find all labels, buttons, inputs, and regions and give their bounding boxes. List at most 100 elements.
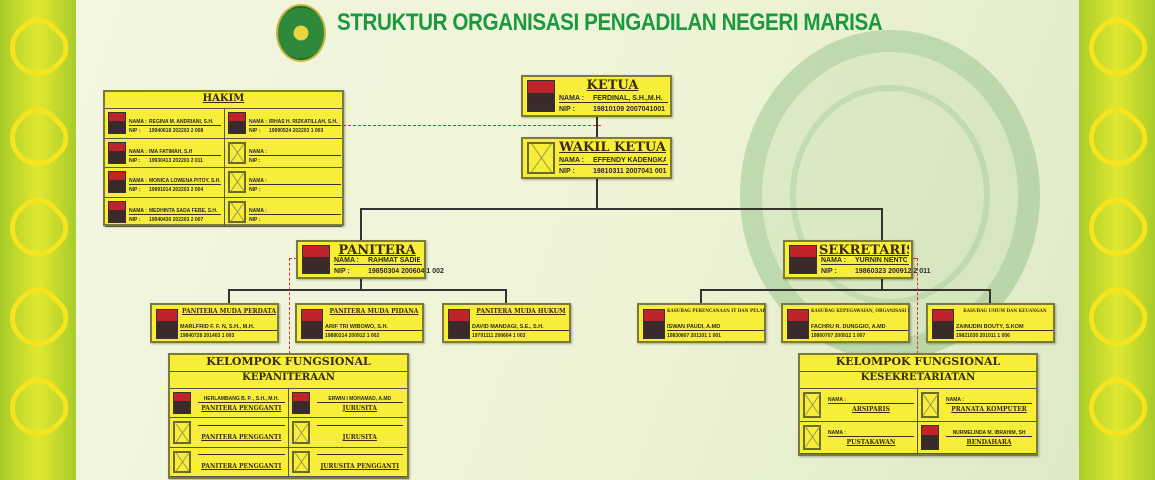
nip-value: 19930413 202203 2 011 [149, 157, 203, 164]
name-row: NAMA : [129, 149, 221, 156]
nip-label: NIP : [249, 128, 261, 134]
photo [108, 112, 126, 134]
name-row: NAMA : [249, 149, 341, 156]
dashed-connector [289, 258, 290, 354]
photo [228, 141, 246, 164]
member-role: PANITERA PENGGANTI [201, 433, 282, 441]
hakim-member[interactable]: NAMA :MONICA LOWENA PITOY, S.H.NIP :1999… [105, 168, 225, 198]
connector [881, 208, 883, 241]
member-cell[interactable]: NAMA :PUSTAKAWAN [800, 421, 918, 454]
hakim-title: HAKIM [105, 93, 342, 109]
position-title: KASUBAG PERENCANAAN IT DAN PELAPORAN [667, 308, 765, 313]
name-value: ZAINUDIN BOUTY, S.KOM [956, 324, 1053, 331]
member-name: ERWIN I MOHAMAD, A.MD [316, 396, 403, 403]
nip-value: 19991014 202203 2 004 [149, 187, 204, 193]
member-role: BENDAHARA [966, 438, 1012, 446]
name-value: ARIF TRI WIBOWO, S.H. [325, 324, 422, 331]
name-value: EFFENDY KADENGKANG, S.H., M.H. [593, 157, 666, 164]
photo [921, 424, 939, 450]
nip-value: 19860707 200912 1 007 [811, 333, 866, 339]
name-row: NAMA : [249, 178, 341, 185]
name-row: NAMA : [249, 208, 341, 215]
photo [173, 392, 191, 415]
nip-value: 19940430 202203 2 007 [149, 216, 204, 223]
name-field: NAMA : [821, 257, 909, 265]
nip-value: 19840728 201403 1 003 [180, 333, 235, 339]
name-value: IMA FATIMAH, S.H [149, 148, 193, 155]
nip-label: NIP : [334, 268, 350, 275]
member-cell[interactable]: JURUSITA PENGGANTI [288, 448, 407, 477]
member-role: ARSIPARIS [852, 406, 890, 414]
name-row: NAMA : [129, 178, 221, 185]
hakim-member[interactable]: NAMA :MEDHINTA SADA FEBE, S.H.NIP :19940… [105, 197, 225, 227]
photo [787, 309, 809, 339]
sekretaris-title: SEKRETARIS [819, 243, 909, 258]
photo [156, 309, 178, 339]
nip-value: 19850304 200604 1 002 [368, 268, 444, 275]
connector [505, 289, 507, 304]
position-title: KASUBAG KEPEGAWAIAN, ORGANISASI DAN TATA… [811, 308, 909, 313]
member-cell[interactable]: PANITERA PENGGANTI [170, 418, 289, 448]
panel-title: KELOMPOK FUNGSIONAL [170, 355, 407, 372]
name-value: YURNIN NENTO, S.KOM [855, 257, 907, 264]
hakim-member[interactable]: NAMA :REGINA M. ANDRIANI, S.H.NIP :19940… [105, 109, 225, 139]
nip-label: NIP : [249, 216, 261, 223]
photo [803, 424, 821, 450]
name-value: MARLFRID F. F. N, S.H., M.H. [180, 324, 277, 331]
photo [291, 421, 310, 444]
position-title: KASUBAG UMUM DAN KEUANGAN [963, 308, 1047, 313]
photo [789, 245, 817, 274]
photo [108, 141, 126, 164]
name-row: NAMA : [129, 119, 221, 126]
right-ornament-border [1077, 0, 1155, 480]
nip-label: NIP : [821, 268, 837, 275]
subordinate-card[interactable]: KASUBAG PERENCANAAN IT DAN PELAPORANISWA… [637, 303, 766, 343]
member-cell[interactable]: NAMA :ARSIPARIS [800, 389, 918, 422]
connector [881, 278, 883, 290]
member-role: JURUSITA [342, 404, 377, 412]
hakim-member[interactable]: NAMA :NIP : [225, 139, 342, 168]
member-role: PANITERA PENGGANTI [201, 463, 282, 471]
hakim-member[interactable]: NAMA :NIP : [225, 198, 342, 227]
member-role: JURUSITA PENGGANTI [320, 463, 400, 471]
photo [643, 309, 665, 339]
subordinate-card[interactable]: KASUBAG UMUM DAN KEUANGAN ZAINUDIN BOUTY,… [926, 303, 1055, 343]
nip-label: NIP : [249, 157, 261, 164]
nip-value: 19880214 200912 1 002 [325, 333, 380, 339]
hakim-member[interactable]: NAMA :IRHAS H. RIZKATILLAH, S.H.NIP :199… [225, 109, 342, 139]
photo [803, 392, 821, 418]
name-value: MONICA LOWENA PITOY, S.H. [149, 178, 221, 184]
nip-label: NIP : [249, 187, 261, 193]
connector [360, 278, 362, 290]
name-field: NAMA : [334, 257, 422, 265]
name-value: DAVID MANDAGI, S.E., S.H. [472, 324, 569, 331]
connector [360, 208, 362, 241]
subordinate-card[interactable]: KASUBAG KEPEGAWAIAN, ORGANISASI DAN TATA… [781, 303, 910, 343]
member-cell[interactable]: NAMA :PRANATA KOMPUTER [918, 389, 1036, 422]
member-name: NURMELINDA M. IBRAHIM, SH [946, 430, 1032, 437]
nip-value: 19791111 200604 1 003 [472, 333, 526, 339]
photo [291, 450, 310, 473]
panel-subtitle: KESEKRETARIATAN [800, 372, 1036, 389]
member-cell[interactable]: JURUSITA [288, 418, 407, 448]
photo [527, 80, 555, 112]
member-cell[interactable]: HERLAMBANG B. P. , S.H., M.H.PANITERA PE… [170, 389, 289, 419]
left-ornament-border [0, 0, 78, 480]
photo [302, 245, 330, 274]
hakim-member[interactable]: NAMA : NIP : [225, 168, 342, 198]
member-cell[interactable]: PANITERA PENGGANTI [170, 447, 289, 477]
watermark-emblem-inner [790, 85, 990, 305]
photo [301, 309, 323, 339]
connector [228, 289, 230, 304]
